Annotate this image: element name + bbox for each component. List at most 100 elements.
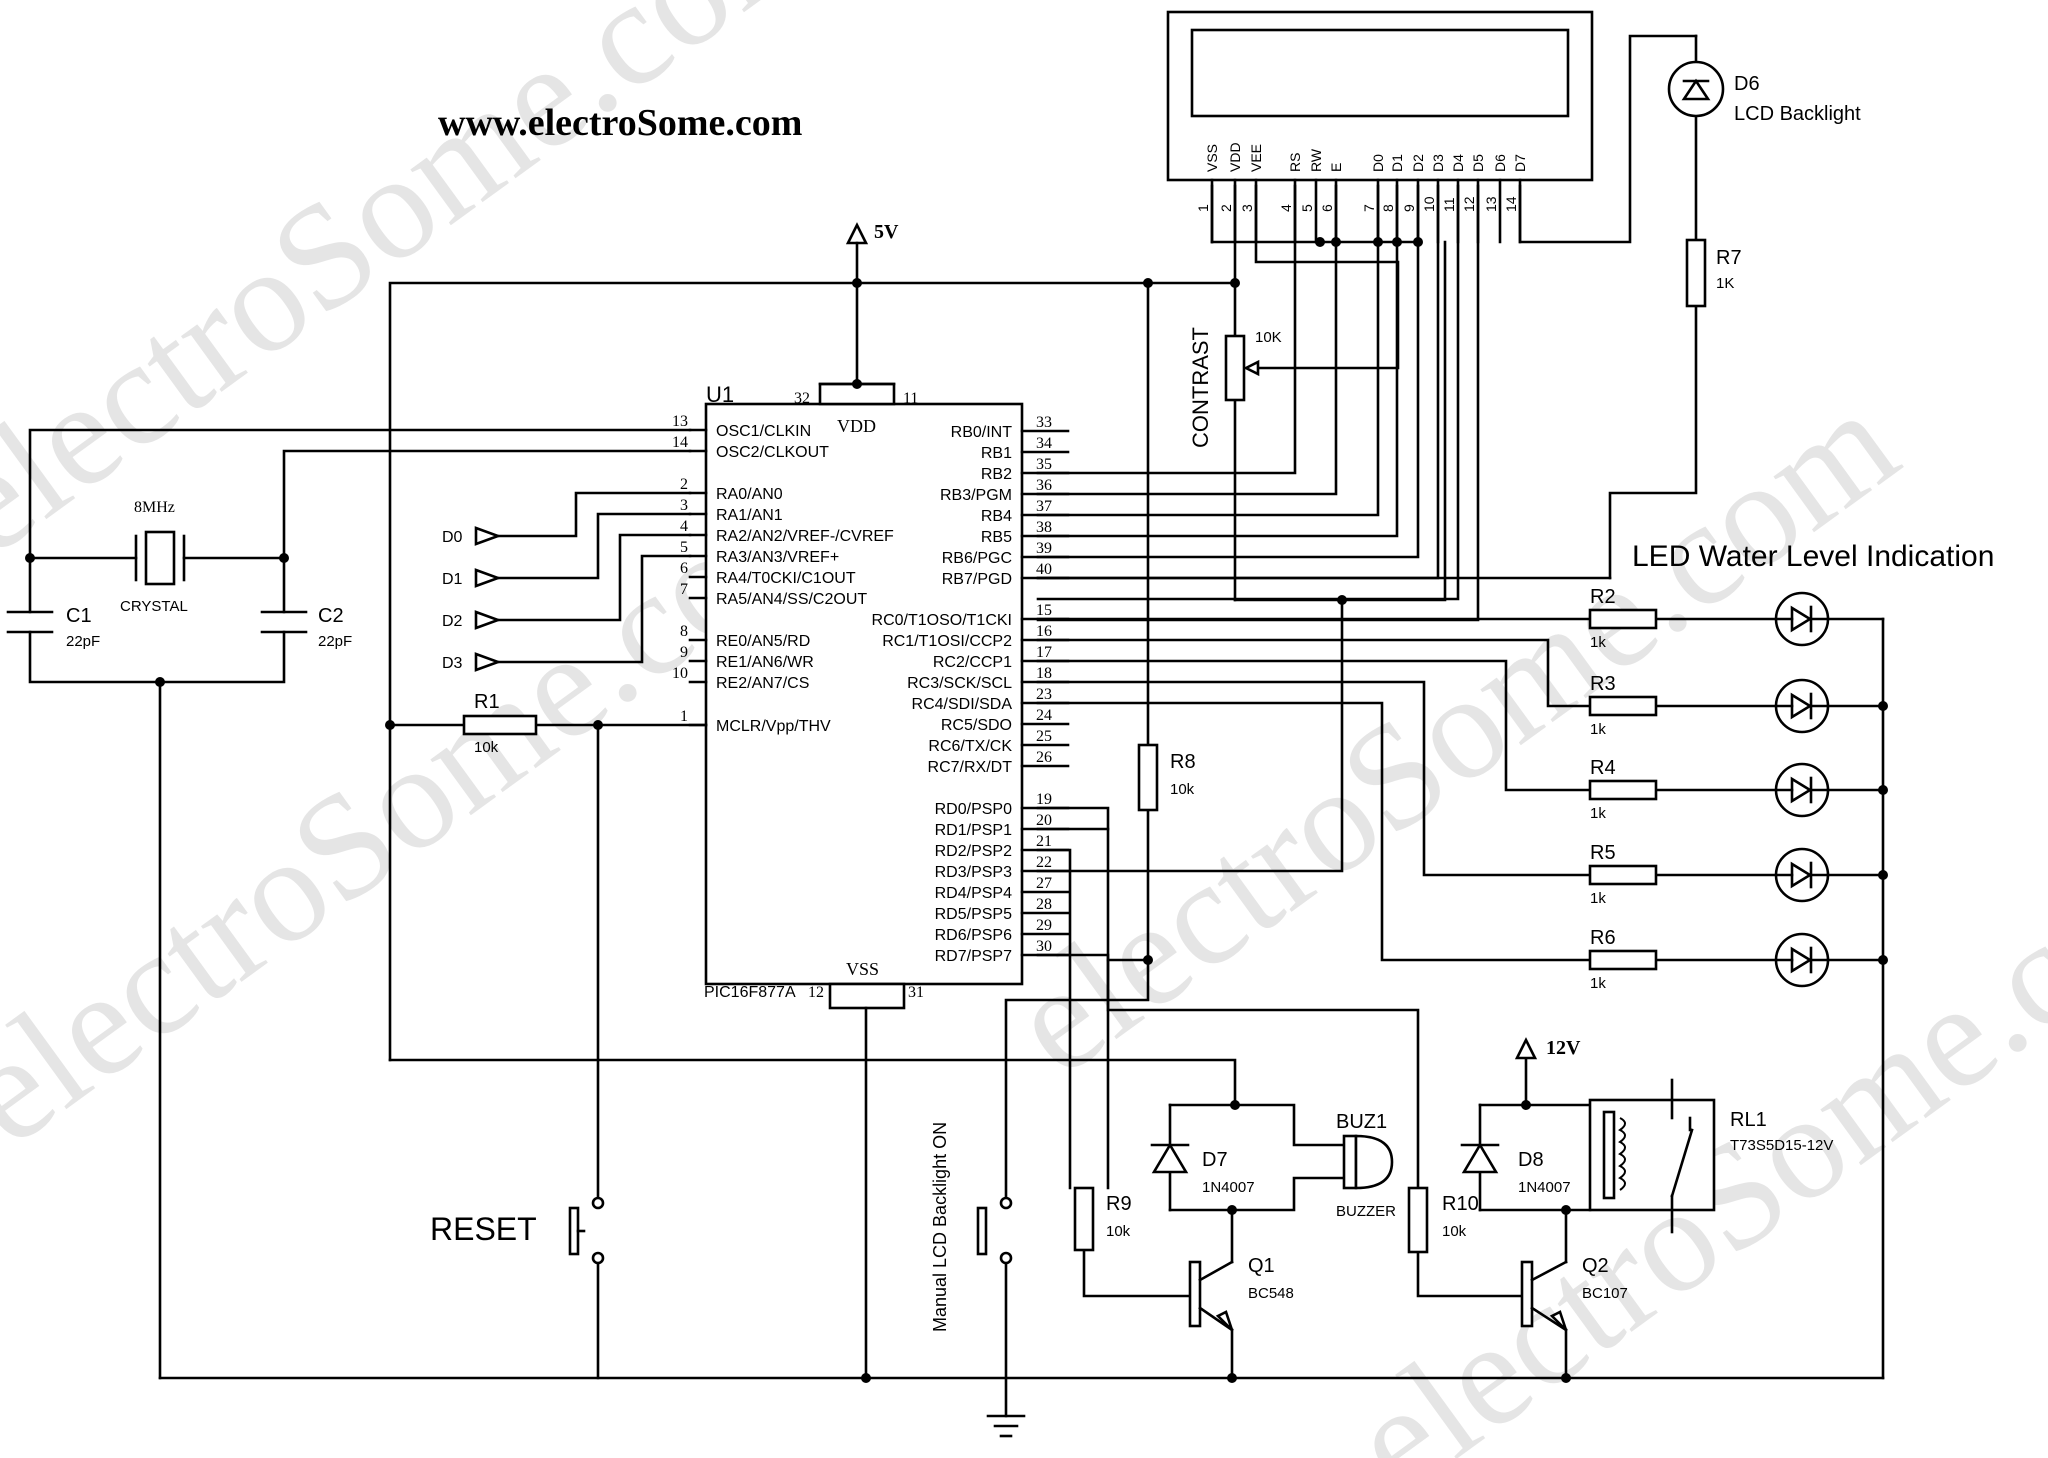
backlight-switch: Manual LCD Backlight ON [930, 1122, 1013, 1332]
mcu-pin-num: 29 [1036, 917, 1052, 934]
mcu-pin-name: RD2/PSP2 [935, 843, 1012, 860]
mcu-pin-11: 11 [903, 390, 918, 407]
mcu-pin-name: RD3/PSP3 [935, 864, 1012, 881]
backlight-diode-d6: D6 LCD Backlight [1667, 60, 1861, 125]
mcu-pin-name: RC6/TX/CK [928, 738, 1012, 755]
d7-part: 1N4007 [1202, 1179, 1255, 1196]
resistor-r8: R8 10k [1137, 743, 1196, 812]
pot-value: 10K [1255, 329, 1282, 346]
mcu-pin-num: 40 [1036, 561, 1052, 578]
mcu-pin-num: 27 [1036, 875, 1052, 892]
led-resistor-ref: R3 [1590, 673, 1616, 695]
rl1-part: T73S5D15-12V [1730, 1137, 1833, 1154]
diode-d7: D7 1N4007 [1150, 1142, 1255, 1196]
led-resistor-value: 1k [1590, 805, 1606, 822]
sensor-inputs: D0 D1 D2 D3 [442, 526, 502, 672]
mcu-pin-num: 35 [1036, 456, 1052, 473]
mcu-pin-name: RA2/AN2/VREF-/CVREF [716, 528, 894, 545]
led-resistor-ref: R4 [1590, 757, 1616, 779]
r8-value: 10k [1170, 781, 1195, 798]
mcu-pin-num: 22 [1036, 854, 1052, 871]
mcu-pin-name: RA1/AN1 [716, 507, 783, 524]
mcu-pin-name: RB7/PGD [942, 571, 1012, 588]
led-resistor-value: 1k [1590, 975, 1606, 992]
mcu-pin-name: RB5 [981, 529, 1012, 546]
mcu-pin-num: 28 [1036, 896, 1052, 913]
resistor-r7: R7 1K [1685, 238, 1742, 308]
mcu-pin-name: RD0/PSP0 [935, 801, 1012, 818]
buzzer-buz1: BUZ1 BUZZER [1336, 1111, 1396, 1220]
lcd-pin-name: VDD [1227, 142, 1243, 172]
mcu-pin-name: RC3/SCK/SCL [907, 675, 1012, 692]
resistor-r10: R10 10k [1407, 1186, 1479, 1254]
mcu-pin-num: 20 [1036, 812, 1052, 829]
lcd-pin-name: D2 [1410, 154, 1426, 172]
mcu-pin-num: 13 [672, 413, 688, 430]
sensor-d3: D3 [442, 655, 463, 672]
transistor-q1: Q1 BC548 [1188, 1255, 1294, 1332]
lcd-pin-name: D5 [1470, 154, 1486, 172]
lcd-pin-num: 5 [1299, 204, 1315, 212]
diode-d8: D8 1N4007 [1460, 1142, 1571, 1196]
mcu-pin-num: 24 [1036, 707, 1052, 724]
vrelay-label: 12V [1546, 1037, 1581, 1059]
mcu-pin-name: RE1/AN6/WR [716, 654, 814, 671]
reset-label: RESET [430, 1211, 537, 1247]
lcd-pin-name: RS [1287, 153, 1303, 172]
d8-ref: D8 [1518, 1149, 1544, 1171]
lcd-pin-num: 1 [1195, 204, 1211, 212]
mcu-pin-num: 19 [1036, 791, 1052, 808]
mcu-pin-num: 17 [1036, 644, 1052, 661]
lcd-pin-num: 13 [1483, 196, 1499, 212]
lcd-pin-num: 14 [1503, 196, 1519, 212]
r8-ref: R8 [1170, 751, 1196, 773]
lcd-display: VSS1VDD2VEE3RS4RW5E6D07D18D29D310D411D51… [1166, 10, 1594, 244]
led-resistor-value: 1k [1590, 634, 1606, 651]
crystal-freq: 8MHz [134, 499, 175, 516]
vcc-label: 5V [874, 221, 899, 243]
led-row: R2 1k [1588, 586, 1830, 651]
mcu-pin-num: 5 [680, 539, 688, 556]
transistor-q2: Q2 BC107 [1520, 1255, 1628, 1332]
mcu-pin-num: 3 [680, 497, 688, 514]
led-resistor-ref: R2 [1590, 586, 1616, 608]
microcontroller-u1: U1 VDD VSS 32 11 12 31 PIC16F877A 13OSC1… [672, 382, 1070, 1010]
vrelay-12v-symbol: 12V [1514, 1037, 1581, 1060]
mcu-pin-num: 14 [672, 434, 688, 451]
mcu-pin-num: 18 [1036, 665, 1052, 682]
lcd-pin-name: E [1328, 163, 1344, 172]
lcd-pin-name: VSS [1204, 144, 1220, 172]
crystal-name: CRYSTAL [120, 598, 188, 615]
lcd-pin-name: VEE [1248, 144, 1264, 172]
capacitor-c1: C1 22pF [6, 605, 100, 650]
pot-title: CONTRAST [1188, 327, 1213, 448]
r1-value: 10k [474, 739, 499, 756]
lcd-pin-num: 11 [1441, 197, 1457, 212]
mcu-pin-num: 6 [680, 560, 688, 577]
r10-value: 10k [1442, 1223, 1467, 1240]
mcu-vdd-label: VDD [837, 416, 876, 436]
lcd-pin-num: 2 [1218, 204, 1234, 212]
mcu-pin-name: RD5/PSP5 [935, 906, 1012, 923]
mcu-pin-num: 7 [680, 581, 688, 598]
mcu-pin-12: 12 [808, 984, 824, 1001]
mcu-pin-name: RA0/AN0 [716, 486, 783, 503]
mcu-pin-num: 1 [680, 708, 688, 725]
mcu-pin-name: RD7/PSP7 [935, 948, 1012, 965]
mcu-pin-name: RA5/AN4/SS/C2OUT [716, 591, 867, 608]
mcu-pin-num: 8 [680, 623, 688, 640]
sensor-d1: D1 [442, 571, 463, 588]
r10-ref: R10 [1442, 1193, 1479, 1215]
vcc-5v-symbol: 5V [845, 221, 899, 386]
contrast-pot: 10K CONTRAST [1188, 327, 1282, 448]
mcu-pin-name: RB2 [981, 466, 1012, 483]
resistor-r1: R1 10k [462, 691, 538, 756]
relay-rl1: RL1 T73S5D15-12V [1588, 1078, 1833, 1234]
lcd-pin-num: 3 [1239, 204, 1255, 212]
r9-value: 10k [1106, 1223, 1131, 1240]
c1-ref: C1 [66, 605, 92, 627]
q1-part: BC548 [1248, 1285, 1294, 1302]
q2-part: BC107 [1582, 1285, 1628, 1302]
